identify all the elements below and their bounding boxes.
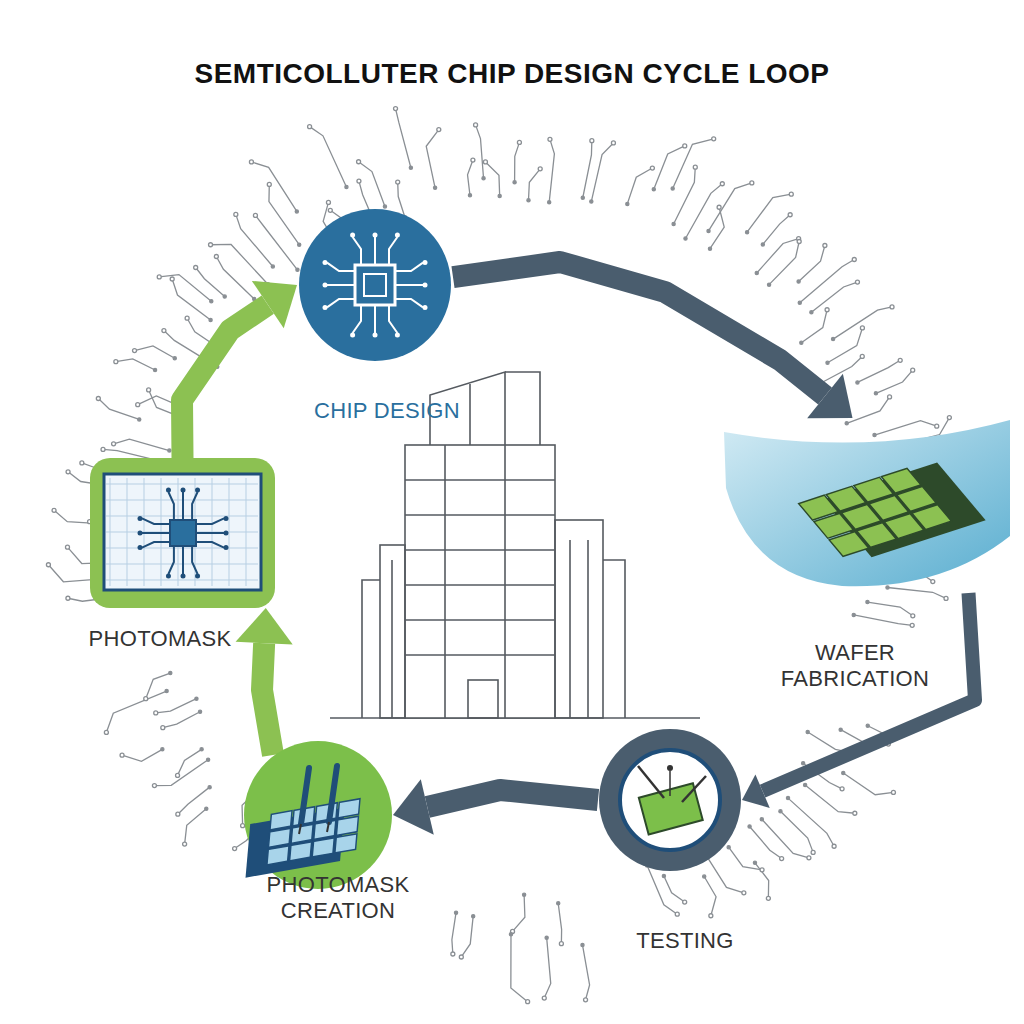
- photomask-shape: [90, 458, 275, 608]
- building-illustration: [330, 372, 700, 718]
- arrow-head: [807, 374, 852, 419]
- arrow-shaft: [453, 262, 825, 396]
- node-label: PHOTOMASK: [60, 626, 260, 652]
- cycle-node: TESTING: [590, 724, 780, 964]
- flow-arrow: [742, 593, 975, 808]
- cycle-node: WAFER FABRICATION: [718, 414, 1022, 706]
- flow-arrow: [453, 262, 853, 418]
- cycle-node: PHOTOMASK CREATION: [228, 734, 450, 930]
- arrow-shaft: [763, 593, 975, 791]
- testing-circle: [598, 728, 742, 872]
- flow-arrow: [236, 608, 293, 755]
- photomask-creation-circle: [243, 740, 393, 890]
- node-label: WAFER FABRICATION: [760, 640, 950, 692]
- flow-arrow: [393, 779, 598, 835]
- arrow-shaft: [262, 643, 273, 755]
- arrow-head: [252, 281, 297, 328]
- cycle-node: PHOTOMASK: [70, 454, 290, 658]
- wafer-fabrication-shape: [722, 418, 1012, 593]
- node-label: CHIP DESIGN: [282, 398, 492, 424]
- diagram-title: SEMTICOLLUTER CHIP DESIGN CYCLE LOOP: [0, 58, 1024, 90]
- arrow-head: [236, 608, 293, 644]
- arrow-head: [393, 779, 434, 835]
- arrow-head: [742, 774, 770, 807]
- flow-arrow: [182, 281, 297, 458]
- node-label: PHOTOMASK CREATION: [238, 872, 438, 924]
- cycle-node: CHIP DESIGN: [280, 200, 500, 435]
- arrow-shaft: [182, 305, 268, 458]
- arrow-shaft: [427, 790, 598, 807]
- node-label: TESTING: [605, 928, 765, 954]
- chip-design-circle: [297, 207, 453, 363]
